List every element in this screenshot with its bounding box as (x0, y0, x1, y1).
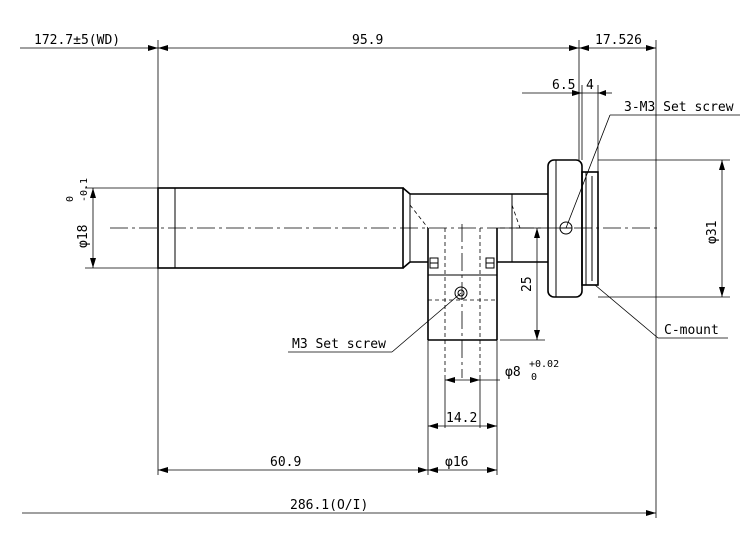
c-mount-flange (547, 159, 599, 298)
fiber-width-label: 14.2 (446, 411, 477, 426)
mount-width-1-label: 6.5 (552, 78, 575, 93)
port-diameter-label: φ16 (445, 455, 468, 470)
tube-diameter-label: φ18 (76, 225, 91, 248)
mount-diameter-label: φ31 (705, 221, 720, 244)
top-setscrew-label: 3-M3 Set screw (624, 100, 734, 115)
port-height-label: 25 (520, 276, 535, 292)
bottom-setscrew-label: M3 Set screw (292, 337, 386, 352)
total-length-label: 286.1(O/I) (290, 498, 368, 513)
mount-width-2-label: 4 (586, 78, 594, 93)
fiber-diameter-label: φ8 (505, 365, 521, 380)
tube-tolerance-lower: -0.1 (79, 178, 90, 202)
tube-tolerance-upper: 0 (65, 196, 76, 202)
bottom-set-screw-hole (454, 286, 468, 300)
leader-lines (288, 114, 740, 353)
fiber-port (427, 228, 498, 378)
dimension-lines (20, 45, 725, 516)
fiber-tolerance-upper: +0.02 (529, 359, 559, 370)
body-length-label: 95.9 (352, 33, 383, 48)
cmount-label: C-mount (664, 323, 719, 338)
wd-dimension-label: 172.7±5(WD) (34, 33, 120, 48)
mount-length-label: 17.526 (595, 33, 642, 48)
extension-lines (85, 40, 730, 518)
port-offset-label: 60.9 (270, 455, 301, 470)
fiber-tolerance-lower: 0 (531, 372, 537, 383)
